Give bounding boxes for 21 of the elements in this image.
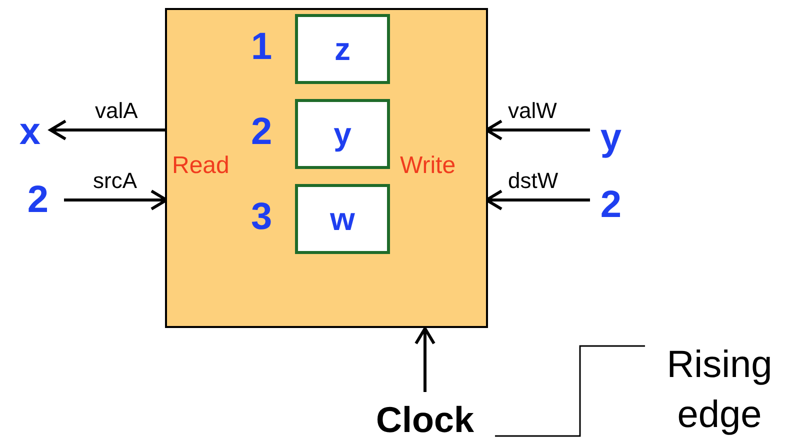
edge-label: srcA	[93, 168, 137, 194]
arrow	[414, 327, 436, 392]
read-port-label: Read	[172, 152, 230, 180]
write-port-label: Write	[400, 152, 456, 180]
register-box: z	[295, 14, 390, 84]
register-number: 2	[251, 111, 272, 154]
signal-value: x	[10, 110, 50, 154]
clock-label: Clock	[358, 398, 492, 442]
edge-label: dstW	[508, 168, 558, 194]
register-box: y	[295, 99, 390, 169]
signal-value: y	[596, 116, 626, 160]
register-file-box	[165, 8, 488, 328]
edge-label: valW	[508, 98, 557, 124]
waveform-note: Rising edge	[666, 343, 774, 438]
register-box: w	[295, 184, 390, 254]
edge-label: valA	[95, 98, 138, 124]
register-number: 3	[251, 196, 272, 239]
arrow	[49, 120, 165, 140]
register-number: 1	[251, 26, 272, 69]
signal-value: 2	[18, 178, 58, 222]
signal-value: 2	[596, 183, 626, 227]
